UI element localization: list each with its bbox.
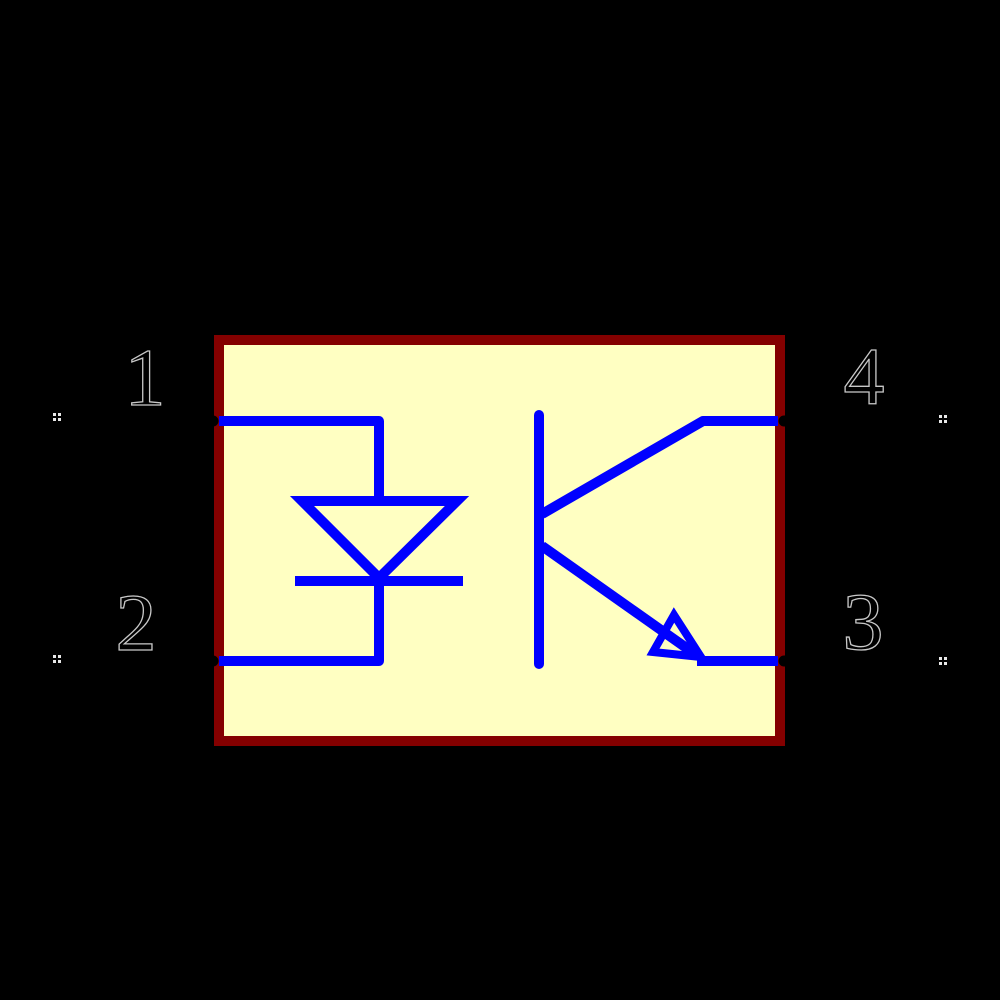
pin-1-endpoint-marker[interactable]: [53, 413, 61, 421]
led-cathode-wire[interactable]: [219, 576, 384, 666]
symbol-body[interactable]: [214, 335, 785, 746]
pin-number-3: 3: [843, 576, 884, 667]
emitter-arrow-icon: [646, 607, 709, 662]
pin-2-endpoint-marker[interactable]: [53, 655, 61, 663]
pin-4-endpoint-marker[interactable]: [939, 415, 947, 423]
transistor-collector-wire[interactable]: [539, 416, 778, 519]
pin-number-2: 2: [116, 577, 157, 668]
transistor-emitter-wire[interactable]: [539, 541, 698, 659]
pin-3-endpoint-marker[interactable]: [939, 657, 947, 665]
pin-number-1: 1: [125, 332, 166, 423]
pin-number-4: 4: [844, 331, 885, 422]
led-triangle[interactable]: [289, 496, 470, 586]
led-anode-wire[interactable]: [219, 416, 384, 503]
